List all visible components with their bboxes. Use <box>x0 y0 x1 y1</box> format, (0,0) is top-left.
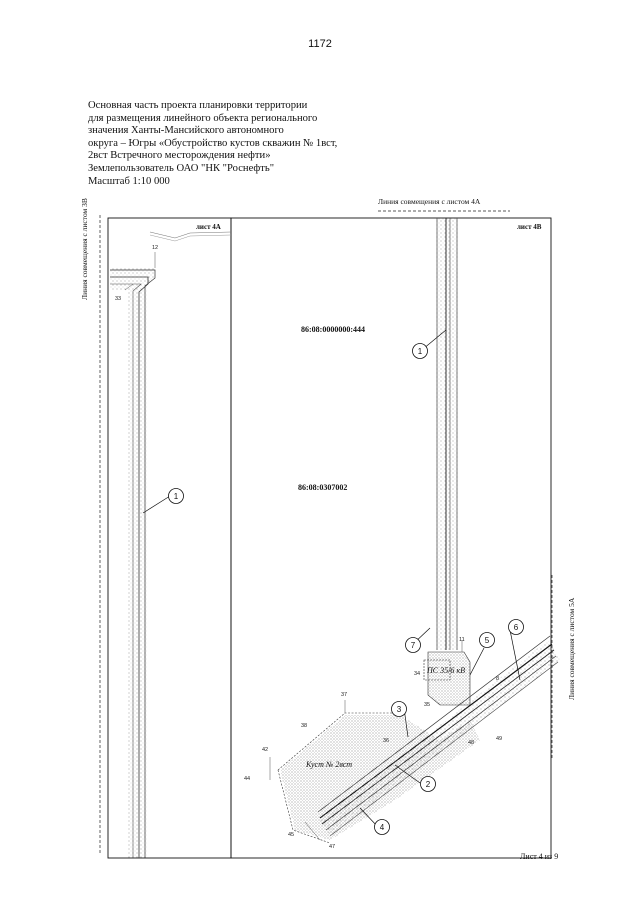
callout-leader <box>509 629 521 681</box>
header-line: значения Ханты-Мансийского автономного <box>88 125 284 137</box>
header-line: Землепользователь ОАО "НК "Роснефть" <box>88 162 275 174</box>
header-line: Основная часть проекта планировки террит… <box>88 100 308 111</box>
point-label: 35 <box>424 702 430 708</box>
header-line: 2вст Встречного месторождения нефти» <box>88 150 271 162</box>
point-label: 37 <box>341 692 347 698</box>
callout-leader <box>394 764 421 784</box>
leader-line <box>304 821 321 841</box>
sheet-4a-frame <box>107 217 232 859</box>
header-line: Масштаб 1:10 000 <box>88 175 170 187</box>
callout-number: 7 <box>411 641 416 650</box>
cadastral-number: 86:08:0000000:444 <box>301 325 365 334</box>
callout-circle <box>412 343 428 359</box>
callout-circle <box>420 776 436 792</box>
page-number: 1172 <box>308 38 332 50</box>
well-pad-label: Куст № 2вст <box>305 760 352 769</box>
point-label: 48 <box>468 740 474 746</box>
callout-circle <box>374 819 390 835</box>
point-label: 49 <box>496 736 502 742</box>
header-line: округа – Югры «Обустройство кустов скваж… <box>88 137 338 149</box>
point-label: 44 <box>244 776 250 782</box>
leader-line <box>124 283 134 291</box>
callout-number: 1 <box>418 347 423 356</box>
point-label: 47 <box>329 844 335 850</box>
corridor-hatch <box>436 218 458 650</box>
callout-circle <box>168 488 184 504</box>
callout-number: 5 <box>485 636 490 645</box>
point-label: 11 <box>459 637 465 643</box>
document-header: Основная часть проекта планировки террит… <box>88 100 428 188</box>
road-line <box>149 234 232 242</box>
point-label: 42 <box>262 747 268 753</box>
callout-number: 3 <box>397 705 402 714</box>
point-label: 38 <box>301 723 307 729</box>
sheet-footer: Лист 4 из 9 <box>520 852 559 861</box>
sheet-label-4a: лист 4А <box>196 223 221 231</box>
callout-number: 2 <box>426 780 431 789</box>
callout-number: 4 <box>380 823 385 832</box>
cadastral-number: 86:08:0307002 <box>298 483 347 492</box>
callout-leader <box>469 647 485 676</box>
pipeline-line <box>110 276 149 858</box>
well-pad-hatch <box>280 715 480 840</box>
join-line-top-label: Линия совмещения с листом 4А <box>378 197 481 206</box>
callout-circle <box>391 701 407 717</box>
callout-circle <box>405 637 421 653</box>
callout-circle <box>479 632 495 648</box>
callout-number: 1 <box>174 492 179 501</box>
boundary-line <box>277 769 331 844</box>
road-line <box>149 231 232 239</box>
point-label: 34 <box>414 671 420 677</box>
sheet-4b-frame <box>230 217 552 859</box>
header-line: для размещения линейного объекта региона… <box>88 112 318 124</box>
sheet-label-4b: лист 4В <box>517 223 542 231</box>
substation-outline <box>423 659 451 681</box>
callout-leader <box>422 329 447 350</box>
point-label: 8 <box>496 676 499 682</box>
point-label: 45 <box>288 832 294 838</box>
corridor-boundary <box>110 283 142 858</box>
corridor-boundary <box>110 269 156 858</box>
point-label: 36 <box>383 738 389 744</box>
callout-number: 6 <box>514 623 519 632</box>
callout-circle <box>508 619 524 635</box>
substation-label: ПС 35/6 кВ <box>426 666 465 675</box>
point-label: 33 <box>115 296 121 302</box>
point-label: 12 <box>152 245 158 251</box>
callout-leader <box>142 495 171 514</box>
